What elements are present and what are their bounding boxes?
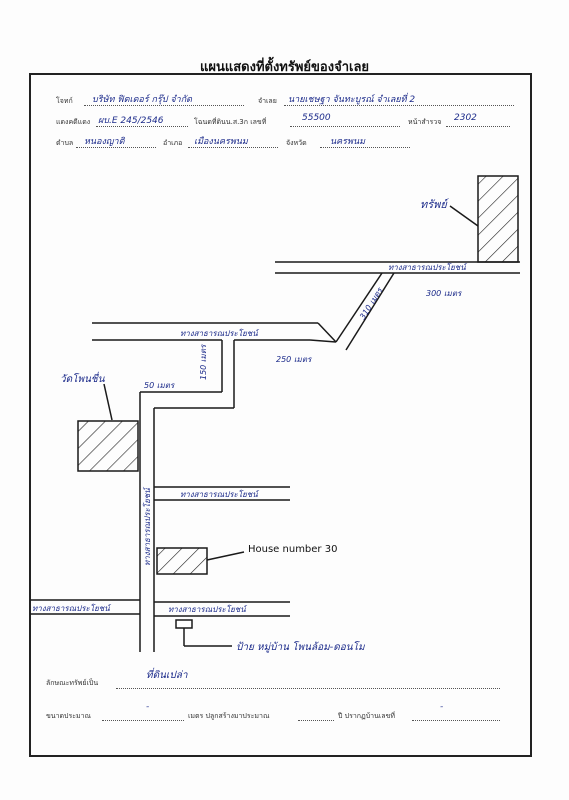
house-no-label: ปี ปรากฏบ้านเลขที่ bbox=[338, 712, 395, 720]
built-line bbox=[298, 720, 334, 721]
size-line bbox=[102, 720, 184, 721]
defendant-line bbox=[284, 105, 514, 106]
built-label: เมตร ปลูกสร้างมาประมาณ bbox=[188, 712, 270, 720]
survey-label: หน้าสำรวจ bbox=[408, 118, 442, 126]
sign-label: ป้าย หมู่บ้าน โพนล้อม-ดอนโม bbox=[236, 641, 366, 653]
case-label: แดงคดีแดง bbox=[56, 118, 91, 126]
province-label: จังหวัด bbox=[286, 139, 307, 147]
plaintiff-value: บริษัท ฟิตเดอร์ กรุ๊ป จำกัด bbox=[92, 95, 192, 105]
district-line bbox=[188, 147, 278, 148]
road-diagonal-edge-2 bbox=[345, 272, 395, 351]
road-label-top: ทางสาธารณประโยชน์ bbox=[388, 262, 468, 272]
deed-line bbox=[290, 126, 400, 127]
house-parcel bbox=[156, 547, 208, 575]
road-join-2 bbox=[309, 339, 337, 343]
property-leader bbox=[449, 205, 479, 227]
subdistrict-value: หนองญาติ bbox=[84, 137, 125, 147]
house-leader bbox=[206, 551, 245, 561]
district-value: เมืองนครพนม bbox=[194, 137, 248, 147]
size-value: - bbox=[146, 702, 150, 712]
defendant-value: นายเชษฐา จันทะบูรณ์ จำเลยที่ 2 bbox=[288, 95, 416, 105]
province-value: นครพนม bbox=[330, 137, 366, 147]
subdistrict-label: ตำบล bbox=[56, 139, 74, 147]
page-title: แผนแสดงที่ตั้งทรัพย์ของจำเลย bbox=[199, 60, 370, 75]
type-line bbox=[116, 688, 500, 689]
document-frame bbox=[29, 73, 532, 757]
road-join bbox=[317, 322, 337, 343]
deed-label: โฉนดที่ดินน.ส.3ก เลขที่ bbox=[194, 118, 267, 126]
distance-50: 50 เมตร bbox=[144, 381, 176, 390]
road-label-middle: ทางสาธารณประโยชน์ bbox=[180, 328, 260, 338]
temple-label: วัดโพนชื่น bbox=[60, 371, 106, 385]
house-no-value: - bbox=[440, 702, 444, 712]
defendant-label: จำเลย bbox=[258, 97, 277, 105]
road-label-bottom-left: ทางสาธารณประโยชน์ bbox=[32, 603, 112, 613]
road-label-branch-2: ทางสาธารณประโยชน์ bbox=[168, 604, 248, 614]
district-label: อำเภอ bbox=[163, 139, 183, 147]
distance-150: 150 เมตร bbox=[199, 343, 208, 380]
subdistrict-line bbox=[76, 147, 156, 148]
size-label: ขนาดประมาณ bbox=[46, 712, 92, 720]
temple-leader bbox=[103, 383, 113, 421]
temple-parcel bbox=[77, 420, 139, 472]
sign-icon bbox=[175, 619, 193, 629]
survey-value: 2302 bbox=[454, 113, 477, 123]
property-parcel bbox=[477, 175, 519, 263]
deed-value: 55500 bbox=[302, 113, 331, 123]
type-label: ลักษณะทรัพย์เป็น bbox=[46, 679, 99, 687]
case-value: ผบ.E 245/2546 bbox=[98, 116, 164, 126]
house-no-line bbox=[412, 720, 500, 721]
plaintiff-line bbox=[84, 105, 244, 106]
house-label: House number 30 bbox=[248, 544, 337, 555]
distance-250: 250 เมตร bbox=[276, 355, 313, 364]
distance-300: 300 เมตร bbox=[426, 289, 463, 298]
property-label: ทรัพย์ bbox=[420, 198, 450, 211]
province-line bbox=[320, 147, 410, 148]
plaintiff-label: โจทก์ bbox=[56, 97, 73, 105]
case-line bbox=[96, 126, 188, 127]
road-label-vertical: ทางสาธารณประโยชน์ bbox=[142, 486, 152, 566]
road-label-branch-1: ทางสาธารณประโยชน์ bbox=[180, 489, 260, 499]
type-value: ที่ดินเปล่า bbox=[146, 670, 188, 681]
road-diagonal-edge bbox=[335, 272, 383, 343]
survey-line bbox=[446, 126, 510, 127]
